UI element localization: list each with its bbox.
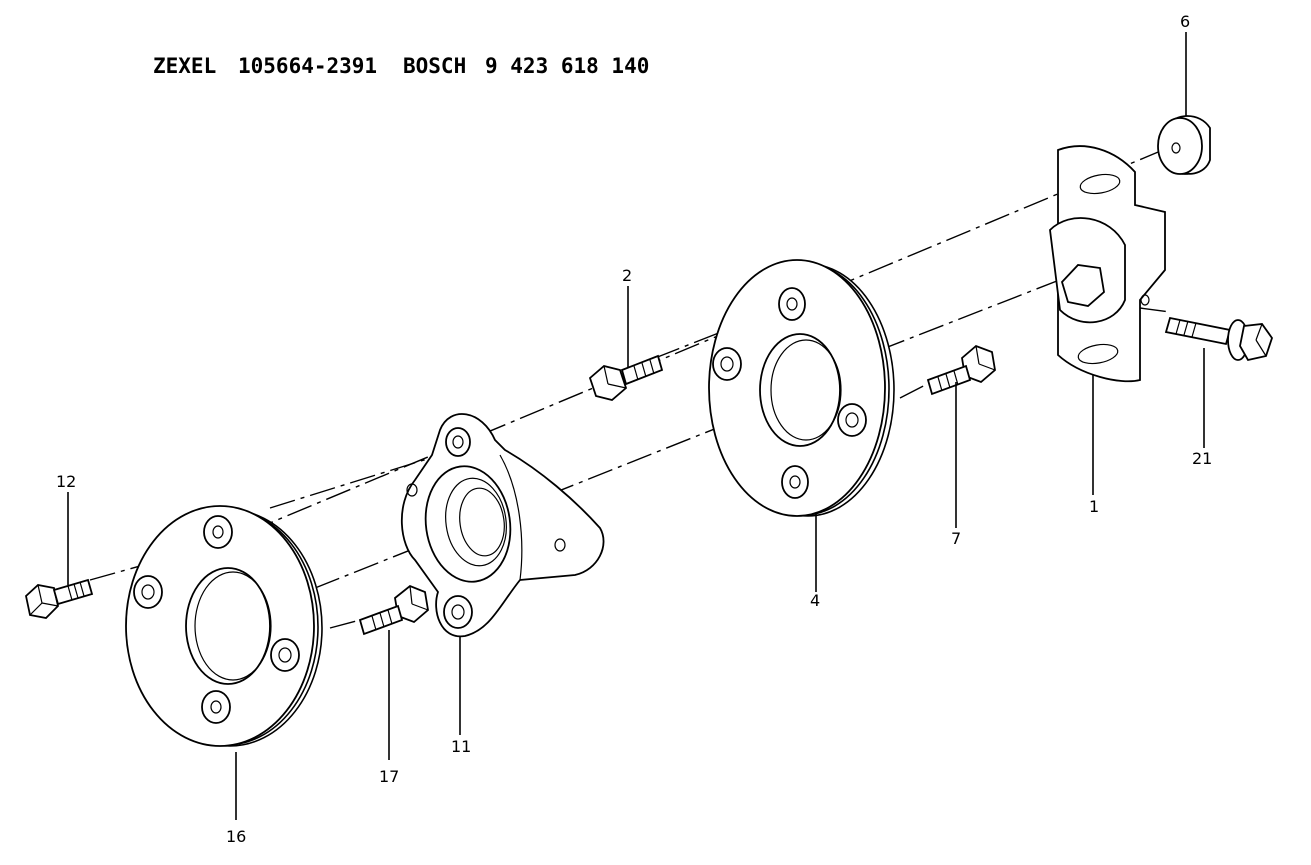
callout-16: 16: [226, 827, 246, 846]
coupling-disc-right: [708, 259, 895, 517]
adapter-flange-center: [400, 413, 605, 638]
maker-zexel: ZEXEL: [153, 54, 217, 78]
callout-6: 6: [1180, 12, 1190, 31]
callout-17: 17: [379, 767, 399, 786]
part-number-zexel: 105664-2391: [238, 54, 378, 78]
maker-bosch: BOSCH: [403, 54, 467, 78]
callout-2: 2: [622, 266, 632, 285]
bolt-center-lower: [358, 584, 429, 636]
flange-bolt-right: [1164, 316, 1273, 362]
callout-4: 4: [810, 591, 820, 610]
callout-11: 11: [451, 737, 471, 756]
bolt-right-center: [926, 344, 996, 396]
callout-21: 21: [1192, 449, 1212, 468]
callout-1: 1: [1089, 497, 1099, 516]
callout-12: 12: [56, 472, 76, 491]
rubber-bush: [1157, 115, 1211, 175]
bolt-left: [25, 578, 94, 619]
flange-disc-left: [125, 505, 323, 747]
slotted-bracket: [1049, 145, 1166, 383]
leader-lines: [67, 32, 1205, 820]
callout-7: 7: [951, 529, 961, 548]
bolt-upper: [588, 354, 664, 401]
part-number-bosch: 9 423 618 140: [485, 54, 650, 78]
